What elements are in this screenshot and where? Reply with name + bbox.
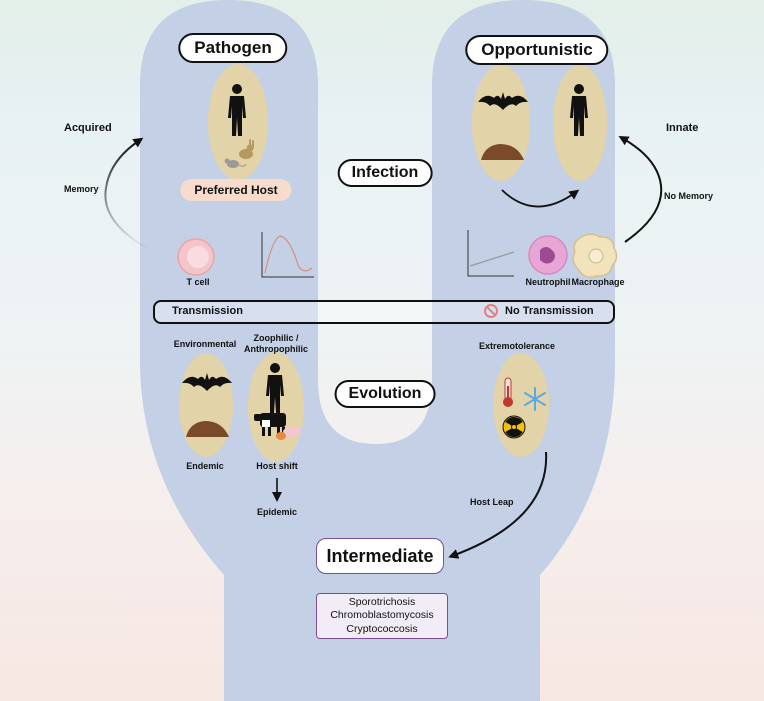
no-transmission-label: No Transmission <box>505 305 594 317</box>
macrophage-icon <box>572 233 618 278</box>
neutrophil-label: Neutrophil <box>525 277 571 287</box>
mouse-icon <box>224 158 247 168</box>
t-cell-icon <box>177 238 215 276</box>
transmission-bar <box>153 300 615 324</box>
chicken-icon <box>276 432 286 440</box>
neutrophil-icon <box>528 235 568 275</box>
radiation-icon <box>502 415 526 439</box>
intermediate-title: Intermediate <box>316 538 444 574</box>
zoophilic-label-line2: Anthropophilic <box>244 344 308 354</box>
bat-icon-evolution <box>182 373 232 391</box>
human-icon-zoophilic <box>266 363 284 413</box>
host-arrow <box>501 189 580 208</box>
t-cell-label: T cell <box>186 277 210 287</box>
host-leap-arrow <box>448 451 548 559</box>
disease-list-box: Sporotrichosis Chromoblastomycosis Crypt… <box>316 593 448 639</box>
environmental-oval <box>179 353 233 457</box>
zoophilic-label-line1: Zoophilic / <box>253 333 299 343</box>
snowflake-icon <box>524 387 546 411</box>
no-memory-label: No Memory <box>664 191 714 201</box>
decay-curve-graph <box>261 232 314 278</box>
opportunistic-title: Opportunistic <box>465 35 609 65</box>
cow-icon <box>254 413 286 436</box>
environmental-label: Environmental <box>173 339 237 349</box>
innate-label: Innate <box>666 122 699 134</box>
host-leap-label: Host Leap <box>470 497 514 507</box>
endemic-label: Endemic <box>186 461 224 471</box>
infection-title: Infection <box>337 159 433 187</box>
macrophage-label: Macrophage <box>571 277 625 287</box>
innate-arrow <box>618 136 663 243</box>
transmission-label: Transmission <box>172 305 243 317</box>
disease-item: Sporotrichosis <box>348 596 416 609</box>
soil-icon <box>481 144 524 160</box>
pathogen-title: Pathogen <box>178 33 288 63</box>
memory-label: Memory <box>64 184 99 194</box>
rabbit-icon <box>239 139 254 159</box>
host-shift-label: Host shift <box>256 461 298 471</box>
human-icon <box>228 84 246 136</box>
flat-line-graph <box>467 230 515 277</box>
epidemic-label: Epidemic <box>256 507 298 517</box>
no-sign-icon <box>484 304 498 318</box>
disease-item: Chromoblastomycosis <box>330 609 434 622</box>
extremotolerance-oval <box>493 353 549 457</box>
acquired-arrow <box>104 137 151 251</box>
pig-icon <box>283 427 301 437</box>
extremotolerance-label: Extremotolerance <box>478 341 556 351</box>
evolution-title: Evolution <box>334 380 436 408</box>
soil-icon-evolution <box>186 421 229 437</box>
acquired-label: Acquired <box>64 122 112 134</box>
preferred-host-label: Preferred Host <box>180 179 292 201</box>
human-icon-opportunistic <box>570 84 588 136</box>
disease-item: Cryptococcosis <box>346 622 418 635</box>
thermometer-icon <box>503 377 513 407</box>
opportunistic-host-oval-left <box>472 65 530 181</box>
bat-icon <box>478 92 528 110</box>
